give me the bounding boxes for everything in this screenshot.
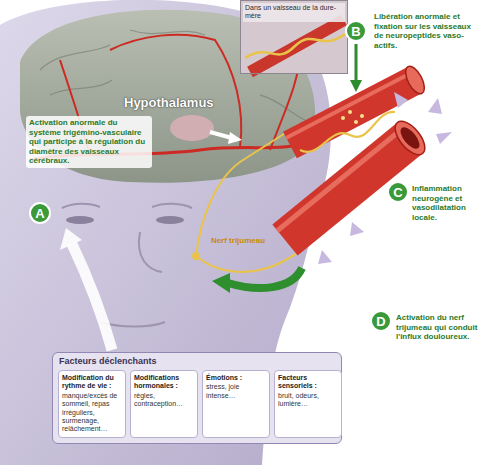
vessel-section [402,63,428,96]
neuropeptide [348,110,352,114]
step-letter: A [35,207,44,220]
dilation-arrow [436,132,452,144]
pain-signal-arrow-head [212,273,230,293]
step-letter: D [376,315,385,328]
eyebrows [62,204,192,208]
step-circle: C [387,181,409,203]
trigger-arrow [72,244,112,350]
step-letter: C [393,186,402,199]
trigger-heading: Émotions : [206,374,266,382]
dilation-arrow [350,222,364,236]
trigger-arrow-head [60,228,82,250]
panel-title: Facteurs déclenchants [53,353,341,368]
trigger-examples: stress, joie intense… [206,383,266,400]
dilation-arrow [428,98,442,114]
neuropeptide [360,114,364,118]
pain-signal-arrow [228,268,302,288]
step-letter: B [351,25,360,38]
dilation-arrow [318,250,332,264]
inset-nerve [245,34,345,58]
trigger-box: Facteurs sensoriels :bruit, odeurs, lumi… [274,370,342,438]
neuropeptide [341,116,345,120]
trigger-box: Modifications hormonales :règles, contra… [130,370,198,438]
trigger-box: Modification du rythme de vie :manque/ex… [58,370,126,438]
trigger-examples: bruit, odeurs, lumière… [278,392,338,409]
release-arrow-head [350,80,362,92]
neuropeptide [354,120,358,124]
eye [66,216,94,224]
trigger-box: Émotions :stress, joie intense… [202,370,270,438]
dilation-arrow [394,92,408,108]
vessel-lumen [397,124,423,152]
step-description: Inflammation neurogène et vasodilatation… [412,184,478,222]
inset-vessel [250,20,344,72]
hypothalamus-arrow-head [228,132,242,144]
triggers-panel: Facteurs déclenchantsModification du ryt… [52,352,342,444]
inset-caption: Dans un vaisseau de la dure-mère [243,3,345,22]
nerve-ganglion [192,252,200,260]
vessel-section [390,116,431,160]
trigger-examples: règles, contraception… [134,392,194,409]
eye [156,216,184,224]
step-description: Activation anormale du système trigémino… [26,116,152,168]
structure-label: Hypothalamus [124,95,214,110]
step-description: Activation du nerf trijumeau qui conduit… [396,313,478,342]
nose [139,232,162,272]
trigger-heading: Modifications hormonales : [134,374,194,391]
inset-ground [240,0,348,74]
trigger-heading: Facteurs sensoriels : [278,374,338,391]
step-circle: D [370,310,392,332]
hypothalamus-shape [170,115,214,141]
step-circle: A [29,202,51,224]
dilated-vessel [285,138,410,240]
trigger-examples: manque/excès de sommeil, repas irrégulie… [62,392,122,434]
release-arrow [355,44,358,82]
hypothalamus-arrow [210,132,232,138]
structure-label: Nerf trijumeau [210,236,266,245]
step-circle: B [345,20,367,42]
trigger-heading: Modification du rythme de vie : [62,374,122,391]
inset-frame: Dans un vaisseau de la dure-mère [240,0,348,74]
vessel-highlight [277,129,402,231]
step-description: Libération anormale et fixation sur les … [374,12,476,50]
